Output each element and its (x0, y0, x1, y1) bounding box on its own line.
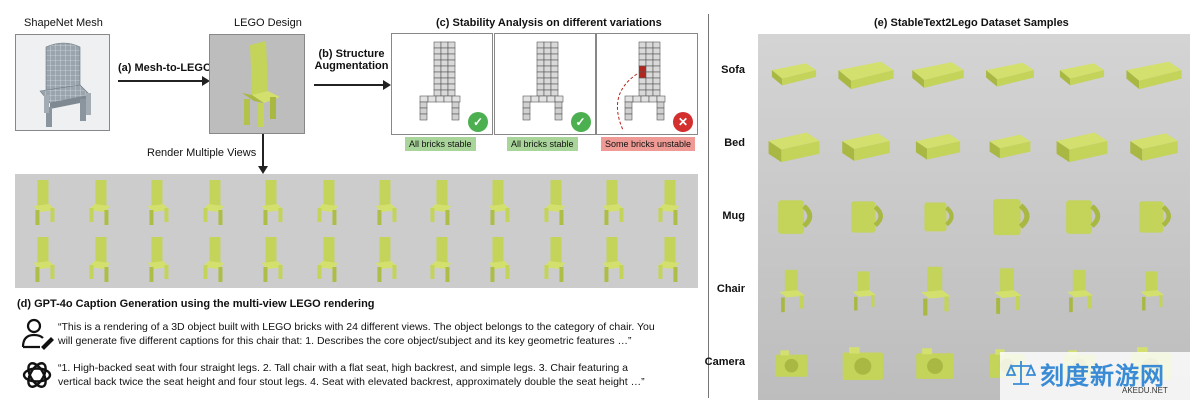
render-view-thumbnail (641, 231, 698, 288)
render-view-thumbnail (186, 231, 243, 288)
render-view-thumbnail (584, 231, 641, 288)
render-views-label: Render Multiple Views (147, 147, 257, 159)
dataset-sample-chair (1118, 254, 1190, 327)
structure-augmentation-label: (b) Structure Augmentation (314, 48, 389, 72)
gpt-response-line2: vertical back twice the seat height and … (58, 376, 645, 388)
render-view-thumbnail (186, 174, 243, 231)
mesh-title: ShapeNet Mesh (24, 17, 103, 29)
scales-icon (1006, 361, 1036, 385)
render-view-thumbnail (527, 174, 584, 231)
caption-generation-title: (d) GPT-4o Caption Generation using the … (17, 298, 375, 310)
render-view-thumbnail (15, 174, 72, 231)
user-prompt-line1: “This is a rendering of a 3D object buil… (58, 321, 655, 333)
render-view-thumbnail (129, 231, 186, 288)
render-view-thumbnail (357, 174, 414, 231)
lego-design-image (209, 34, 305, 134)
stability-status-tag: Some bricks unstable (601, 137, 696, 151)
shapenet-mesh-image (15, 34, 110, 131)
lego-design-title: LEGO Design (234, 17, 302, 29)
dataset-sample-chair (902, 254, 974, 327)
render-view-thumbnail (584, 174, 641, 231)
render-view-thumbnail (470, 231, 527, 288)
gpt-response-line1: “1. High-backed seat with four straight … (58, 362, 629, 374)
dataset-sample-chair (974, 254, 1046, 327)
user-icon (20, 316, 54, 350)
gpt-response: “1. High-backed seat with four straight … (58, 361, 698, 389)
stability-variation: ✓ (391, 33, 493, 135)
dataset-sample-chair (758, 254, 830, 327)
dataset-sample-camera (902, 327, 974, 400)
structure-augmentation-line1: (b) Structure (318, 48, 385, 60)
render-view-thumbnail (243, 174, 300, 231)
check-icon: ✓ (468, 112, 488, 132)
dataset-sample-bed (974, 107, 1046, 180)
dataset-sample-mug (1118, 180, 1190, 253)
stability-variations: ✓ ✓ ✕ (391, 33, 698, 135)
dataset-sample-chair (1046, 254, 1118, 327)
render-view-thumbnail (300, 231, 357, 288)
render-view-thumbnail (357, 231, 414, 288)
dataset-sample-mug (830, 180, 902, 253)
render-view-thumbnail (129, 174, 186, 231)
dataset-sample-sofa (902, 34, 974, 107)
dataset-sample-bed (902, 107, 974, 180)
render-view-thumbnail (243, 231, 300, 288)
render-view-thumbnail (470, 174, 527, 231)
stability-variation: ✕ (596, 33, 698, 135)
dataset-sample-sofa (1118, 34, 1190, 107)
dataset-sample-chair (830, 254, 902, 327)
dataset-sample-camera (830, 327, 902, 400)
user-prompt: “This is a rendering of a 3D object buil… (58, 320, 698, 348)
render-view-thumbnail (413, 174, 470, 231)
dataset-row-label-camera: Camera (704, 356, 745, 369)
openai-logo-icon (20, 358, 54, 392)
dataset-row-label-chair: Chair (716, 283, 745, 296)
dataset-samples-title: (e) StableText2Lego Dataset Samples (874, 17, 1069, 29)
dataset-sample-bed (830, 107, 902, 180)
watermark-domain: AKEDU.NET (1122, 386, 1168, 395)
watermark: 刻度新游网 AKEDU.NET (1000, 352, 1190, 400)
dataset-sample-sofa (758, 34, 830, 107)
dataset-sample-bed (1046, 107, 1118, 180)
user-prompt-line2: will generate five different captions fo… (58, 335, 632, 347)
render-view-thumbnail (15, 231, 72, 288)
mesh-to-lego-label: (a) Mesh-to-LEGO (118, 62, 212, 74)
dataset-sample-mug (758, 180, 830, 253)
stability-status-tag: All bricks stable (507, 137, 578, 151)
watermark-text: 刻度新游网 (1040, 363, 1165, 390)
dataset-sample-bed (758, 107, 830, 180)
dataset-sample-mug (1046, 180, 1118, 253)
structure-augmentation-arrow (314, 80, 391, 90)
dataset-sample-mug (902, 180, 974, 253)
dataset-row-label-bed: Bed (724, 136, 745, 149)
dataset-samples-grid (758, 34, 1190, 400)
multi-view-render-strip (15, 174, 698, 288)
dataset-row-label-sofa: Sofa (721, 63, 745, 76)
stability-title: (c) Stability Analysis on different vari… (436, 17, 662, 29)
render-view-thumbnail (413, 231, 470, 288)
check-icon: ✓ (570, 112, 591, 132)
stability-status-tag: All bricks stable (405, 137, 476, 151)
stability-variation: ✓ (493, 33, 596, 135)
dataset-sample-sofa (974, 34, 1046, 107)
dataset-sample-camera (758, 327, 830, 400)
dataset-sample-sofa (830, 34, 902, 107)
dataset-sample-bed (1118, 107, 1190, 180)
panel-divider (708, 14, 709, 398)
render-view-thumbnail (72, 174, 129, 231)
mesh-to-lego-arrow (118, 76, 210, 86)
dataset-sample-sofa (1046, 34, 1118, 107)
render-views-arrow (258, 134, 268, 174)
render-view-thumbnail (641, 174, 698, 231)
dataset-sample-mug (974, 180, 1046, 253)
dataset-row-label-mug: Mug (722, 210, 745, 222)
render-view-thumbnail (300, 174, 357, 231)
render-view-thumbnail (527, 231, 584, 288)
render-view-thumbnail (72, 231, 129, 288)
cross-icon: ✕ (673, 112, 693, 132)
structure-augmentation-line2: Augmentation (314, 60, 389, 72)
